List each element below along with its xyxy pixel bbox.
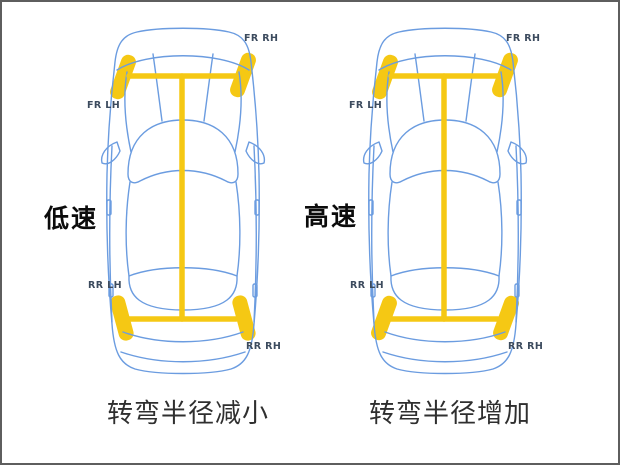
hood-crease-right (203, 53, 214, 122)
high-speed-panel: FR RH FR LH RR LH RR RH (349, 24, 543, 390)
roof-line-left (125, 181, 131, 277)
rear-left-wheel (110, 295, 134, 341)
front-left-wheel (110, 54, 136, 100)
door-handle-front-right (516, 199, 522, 216)
mirror-left (362, 141, 383, 165)
body-outline (106, 27, 260, 375)
door-handle-rear-left (370, 283, 376, 298)
door-handle-rear-right (514, 283, 520, 298)
high-speed-caption: 转弯半径增加 (368, 399, 531, 429)
front-right-wheel (492, 52, 518, 98)
front-bumper-line (116, 55, 250, 71)
hood-crease-right (465, 53, 476, 122)
windshield (127, 119, 239, 184)
door-handle-front-left (106, 199, 112, 216)
car-top-view-illustration-high-speed (362, 27, 528, 375)
side-crease-right (253, 145, 257, 323)
rear-left-wheel (371, 295, 397, 341)
hood-crease-left (414, 53, 425, 122)
mirror-right (245, 141, 266, 165)
axle-lines (387, 73, 501, 322)
roof-line-right (497, 181, 503, 277)
fender-line-right (496, 71, 504, 153)
wheels-high-speed (371, 52, 519, 341)
roof-line-right (235, 181, 241, 277)
wheel-label-rr-rh: RR RH (246, 341, 282, 352)
wheel-label-fr-lh: FR LH (349, 100, 383, 111)
front-right-wheel (230, 52, 256, 98)
mirror-right (507, 141, 528, 165)
car-outline-lines (100, 27, 266, 375)
front-bumper-line (378, 55, 512, 71)
low-speed-caption: 转弯半径减小 (106, 399, 269, 429)
door-handle-rear-right (252, 283, 258, 298)
fender-line-left (386, 71, 394, 153)
door-handle-front-left (368, 199, 374, 216)
roof-line-left (387, 181, 393, 277)
side-crease-left (109, 145, 113, 323)
rear-right-wheel (232, 295, 256, 341)
rear-right-wheel (493, 295, 519, 341)
high-speed-label: 高速 (304, 202, 359, 231)
fender-line-left (124, 71, 132, 153)
wheel-label-fr-lh: FR LH (87, 100, 121, 111)
low-speed-panel: FR RH FR LH RR LH RR RH (87, 24, 281, 390)
side-crease-left (371, 145, 375, 323)
low-speed-label: 低速 (44, 204, 99, 233)
wheel-label-fr-rh: FR RH (506, 33, 541, 44)
axle-lines (125, 73, 239, 322)
rear-bumper-line (120, 351, 246, 363)
wheel-label-fr-rh: FR RH (244, 33, 279, 44)
body-outline (368, 27, 522, 375)
mirror-left (100, 141, 121, 165)
wheel-label-rr-lh: RR LH (88, 280, 122, 291)
trunk-line (384, 331, 506, 343)
hood-crease-left (152, 53, 163, 122)
trunk-line (122, 331, 244, 343)
side-crease-right (515, 145, 519, 323)
door-handle-front-right (254, 199, 260, 216)
door-handle-rear-left (108, 283, 114, 298)
fender-line-right (234, 71, 242, 153)
windshield (389, 119, 501, 184)
wheels-low-speed (110, 52, 256, 341)
rear-bumper-line (382, 351, 508, 363)
car-outline-lines (362, 27, 528, 375)
car-top-view-illustration-low-speed (100, 27, 266, 375)
wheel-label-rr-lh: RR LH (350, 280, 384, 291)
wheel-label-rr-rh: RR RH (508, 341, 544, 352)
front-left-wheel (372, 54, 398, 100)
